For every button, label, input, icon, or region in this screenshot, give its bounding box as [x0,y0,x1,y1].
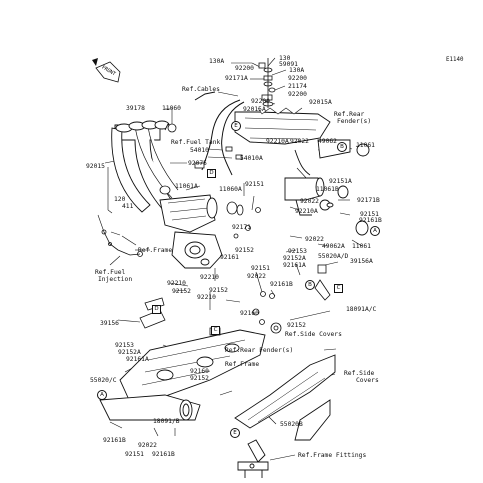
part-label: 39156 [100,320,119,327]
reference-label: Ref.Side [344,370,375,377]
part-label: 54010 [190,147,209,154]
part-label: 92152A [283,255,306,262]
part-label: 92210A [266,138,289,145]
part-label: 92200 [251,98,270,105]
part-label: 411 [122,203,134,210]
part-label: 92022 [247,273,266,280]
part-label: 92200 [288,91,307,98]
part-label: 92200 [235,65,254,72]
reference-label: Ref.Side Covers [285,331,342,338]
part-label: 92152A [118,349,141,356]
part-label: 120 [114,196,126,203]
reference-label: Ref.Fuel Tank [171,139,221,146]
part-label: 92161A [283,262,306,269]
part-label: 92022 [290,138,309,145]
part-label: 92161B [152,451,175,458]
part-label: 130A [289,67,305,74]
part-label: 92152 [172,288,191,295]
part-label: 92161 [220,254,239,261]
front-arrow-icon [92,58,121,83]
reference-label: Fender(s) [337,118,372,125]
part-label: 92153 [115,342,134,349]
part-label: 92022 [305,236,324,243]
marker-b: B [337,142,347,152]
part-label: 11061A [175,183,198,190]
reference-label: Ref.Frame Fittings [298,452,367,459]
part-label: 92171 [232,224,251,231]
part-label: 92152 [209,287,228,294]
part-label: 11061B [316,186,339,193]
part-label: 49062A [322,243,345,250]
part-label: 11060 [162,105,181,112]
reference-label: Ref.Rear [334,111,365,118]
part-label: 55020A/D [318,253,349,260]
part-label: 49062 [318,138,337,145]
marker-d: D [152,305,161,314]
reference-label: Ref.Frame [138,247,173,254]
part-label: 92160 [190,368,209,375]
part-label: 92210 [197,294,216,301]
part-label: 92210 [167,280,186,287]
part-label: 92151 [125,451,144,458]
part-label: 92151 [360,211,379,218]
part-label: 92161B [270,281,293,288]
part-label: 59091 [279,61,298,68]
marker-b: B [305,280,315,290]
part-label: 130A [209,58,225,65]
part-label: 92153 [288,248,307,255]
part-label: 92152 [287,322,306,329]
part-label: 39156A [350,258,373,265]
reference-label: Ref.Rear Fender(s) [225,347,294,354]
reference-label: Covers [356,377,379,384]
part-label: 11061 [352,243,371,250]
part-label: 11060A [219,186,242,193]
part-label: 92160 [240,310,259,317]
reference-label: Ref.Fuel [95,269,126,276]
part-label: 92151 [245,181,264,188]
part-label: 55020/C [90,377,117,384]
part-label: 92161A [126,356,149,363]
marker-e: E [231,121,241,131]
part-label: 11061 [356,142,375,149]
part-label: 92151A [329,178,352,185]
diagram-id: E1140 [446,57,464,63]
part-label: 55020B [280,421,303,428]
part-label: 92161B [103,437,126,444]
part-label: 92200 [288,75,307,82]
part-label: 39178 [126,105,145,112]
part-label: 18091A/C [346,306,377,313]
part-label: 92075 [188,160,207,167]
part-label: 21174 [288,83,307,90]
part-label: 92022 [300,198,319,205]
marker-a: A [370,226,380,236]
part-label: 92210A [295,208,318,215]
reference-label: Injection [98,276,133,283]
marker-c: C [334,284,343,293]
marker-e: E [230,428,240,438]
part-label: 92152 [235,247,254,254]
part-label: 130 [279,55,291,62]
part-label: 18091/B [153,418,180,425]
part-label: 92022 [138,442,157,449]
marker-d: D [207,169,216,178]
part-label: 92171A [225,75,248,82]
part-label: 92015A [243,106,266,113]
part-label: 92151 [251,265,270,272]
part-label: 92152 [190,375,209,382]
part-label: 92210 [200,274,219,281]
part-label: 54010A [240,155,263,162]
part-label: 92161B [359,217,382,224]
part-label: 92015 [86,163,105,170]
marker-a: A [97,390,107,400]
marker-c: C [211,326,220,335]
part-label: 92015A [309,99,332,106]
reference-label: Ref.Cables [182,86,220,93]
part-label: 92171B [357,197,380,204]
reference-label: Ref.Frame [225,361,260,368]
